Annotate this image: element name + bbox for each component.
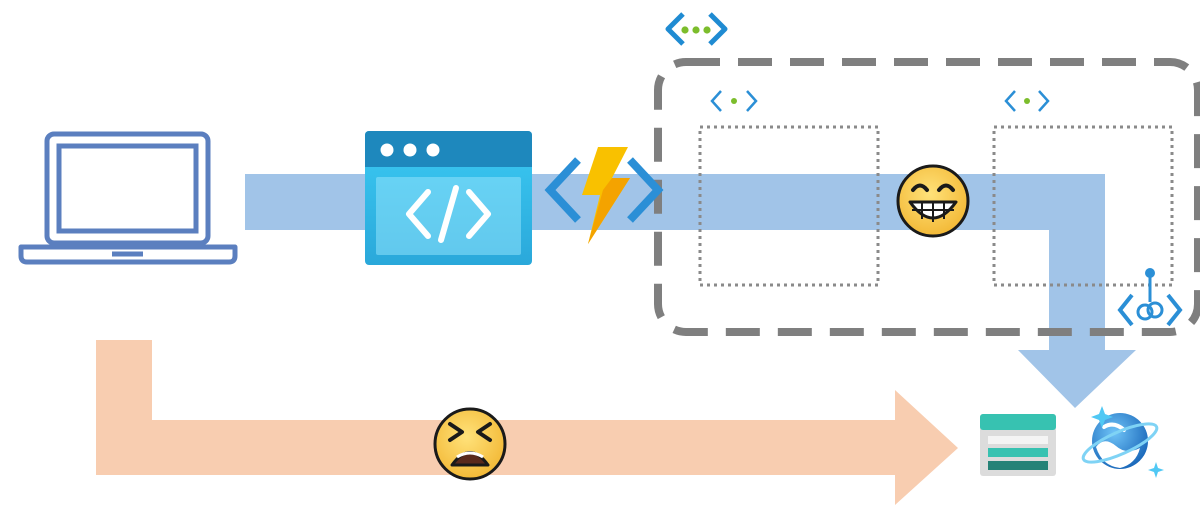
azure-functions-icon: [544, 147, 664, 244]
private-endpoint-icon: [1117, 268, 1183, 327]
public-flow-arrow: [96, 340, 958, 505]
web-app-icon: [365, 131, 532, 265]
grinning-emoji: [896, 164, 970, 238]
laptop-icon: [18, 131, 238, 265]
virtual-network-icon: [665, 12, 728, 46]
virtual-network-boundary: [654, 58, 1200, 336]
cosmos-db-icon: [1081, 406, 1164, 478]
tired-emoji: [433, 407, 507, 481]
private-flow-arrow: [245, 174, 1136, 408]
subnet-icon: [710, 90, 758, 112]
storage-account-icon: [980, 414, 1056, 476]
subnet-icon: [1004, 90, 1050, 112]
